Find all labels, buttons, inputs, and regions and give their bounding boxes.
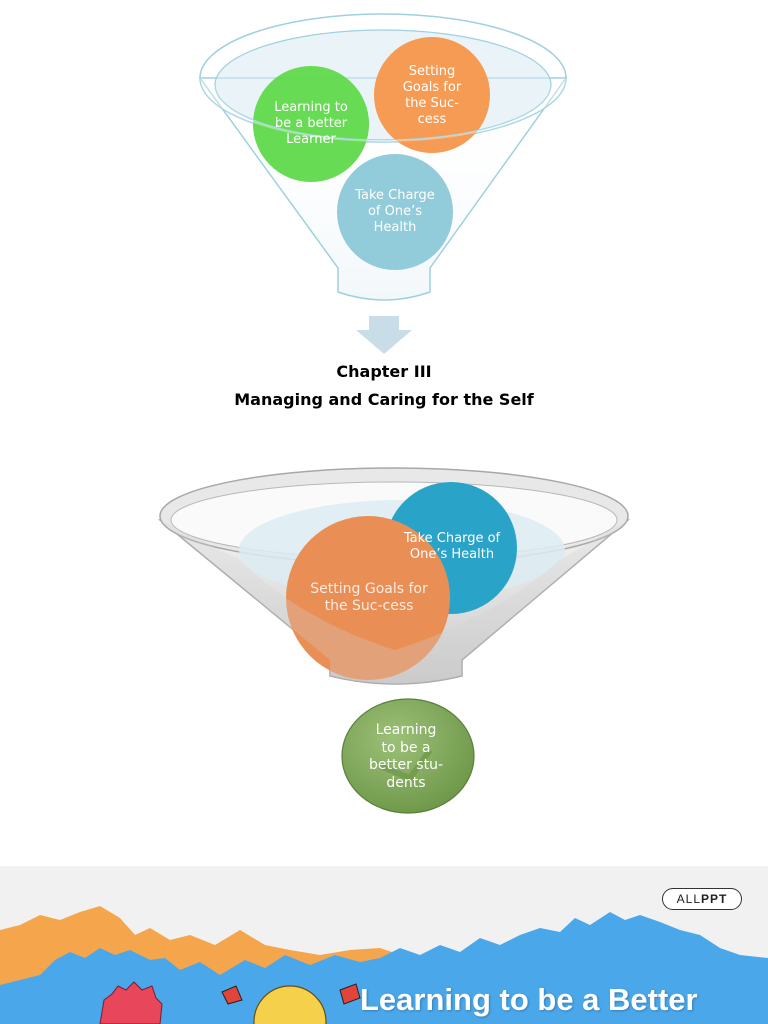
down-arrow: [356, 316, 412, 354]
logo-prefix: ALL: [676, 892, 701, 906]
bottom-funnel-front-tint: [160, 520, 628, 684]
top-funnel-rim-front: [214, 84, 552, 141]
chapter-title: Chapter III: [336, 362, 432, 381]
logo-bold: PPT: [701, 892, 728, 906]
circle-learning: [253, 66, 369, 182]
circle-output-learning: [341, 698, 475, 814]
top-funnel-rim-outer: [199, 13, 567, 143]
chapter-subtitle: Managing and Caring for the Self: [234, 390, 534, 409]
cartoon-character-left: [99, 981, 163, 1024]
banner-blue-ridge: [0, 912, 768, 1024]
circle-setting-goals: [374, 37, 490, 153]
banner-title: Learning to be a Better: [360, 982, 698, 1017]
output-tick-mark: [378, 748, 433, 782]
circle-take-charge: [337, 154, 453, 270]
cartoon-character-right: [221, 983, 361, 1024]
circle-setting-goals-bottom: [286, 516, 450, 680]
